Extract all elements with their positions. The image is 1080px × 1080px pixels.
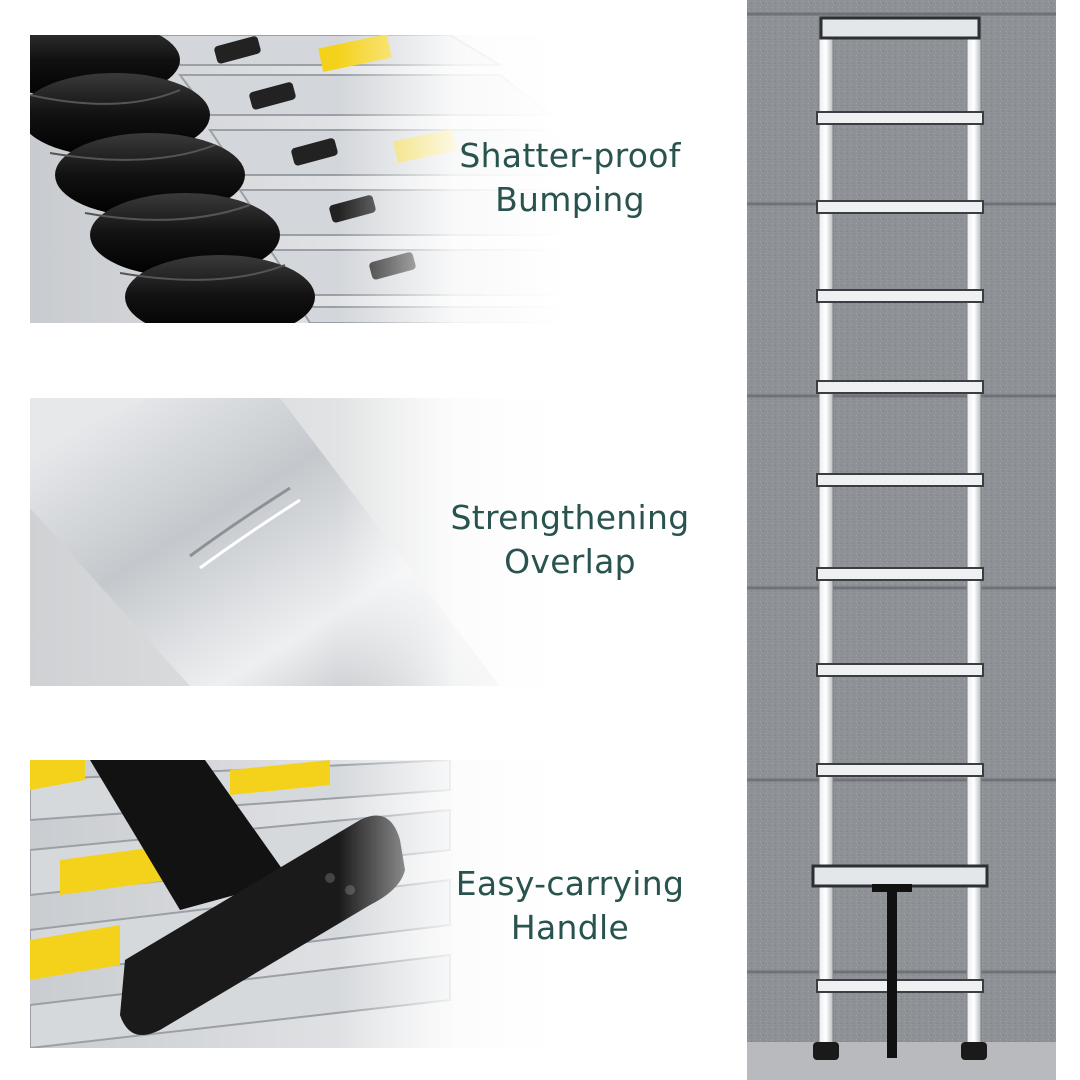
caption-line-1: Strengthening bbox=[450, 498, 690, 537]
panel-fade-overlay bbox=[30, 760, 715, 1048]
panel-fade-overlay bbox=[30, 35, 715, 323]
feature-panel-bumping bbox=[30, 35, 715, 323]
caption-line-2: Overlap bbox=[504, 542, 636, 581]
page-right-margin bbox=[1056, 0, 1080, 1080]
caption-line-2: Bumping bbox=[495, 180, 645, 219]
ladder-against-wall-image bbox=[747, 0, 1056, 1080]
feature-panel-overlap bbox=[30, 398, 715, 686]
caption-line-2: Handle bbox=[510, 908, 630, 947]
feature-panel-handle bbox=[30, 760, 715, 1048]
feature-caption-bumping: Shatter-proof Bumping bbox=[420, 134, 720, 222]
ladder-full-photo bbox=[747, 0, 1056, 1080]
feature-caption-handle: Easy-carrying Handle bbox=[420, 862, 720, 950]
caption-line-1: Shatter-proof bbox=[459, 136, 681, 175]
panel-fade-overlay bbox=[30, 398, 715, 686]
caption-line-1: Easy-carrying bbox=[455, 864, 685, 903]
feature-caption-overlap: Strengthening Overlap bbox=[420, 496, 720, 584]
